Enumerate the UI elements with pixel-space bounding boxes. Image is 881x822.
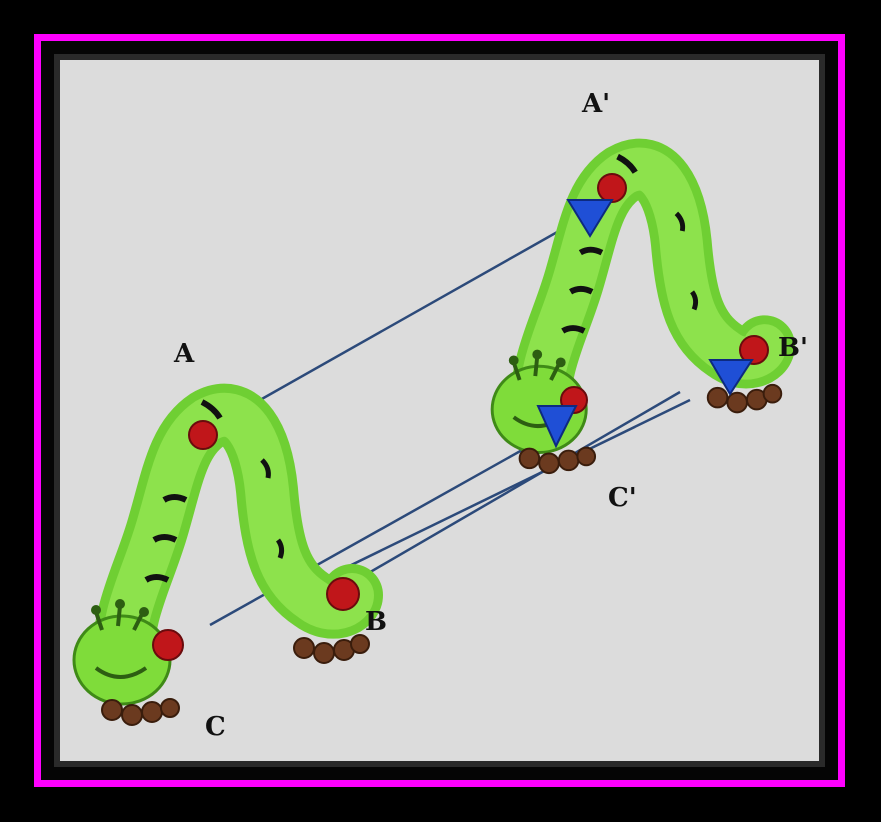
label-a: A	[173, 339, 195, 369]
label-b-prime: B'	[778, 333, 808, 363]
label-a-prime: A'	[581, 89, 610, 119]
label-c-prime: C'	[608, 483, 637, 513]
point-a-prime-dot	[598, 174, 626, 202]
point-a	[189, 421, 217, 449]
point-c	[153, 630, 183, 660]
original-caterpillar	[74, 402, 369, 725]
point-b	[327, 578, 359, 610]
label-c: C	[205, 712, 226, 742]
label-b: B	[365, 607, 387, 637]
